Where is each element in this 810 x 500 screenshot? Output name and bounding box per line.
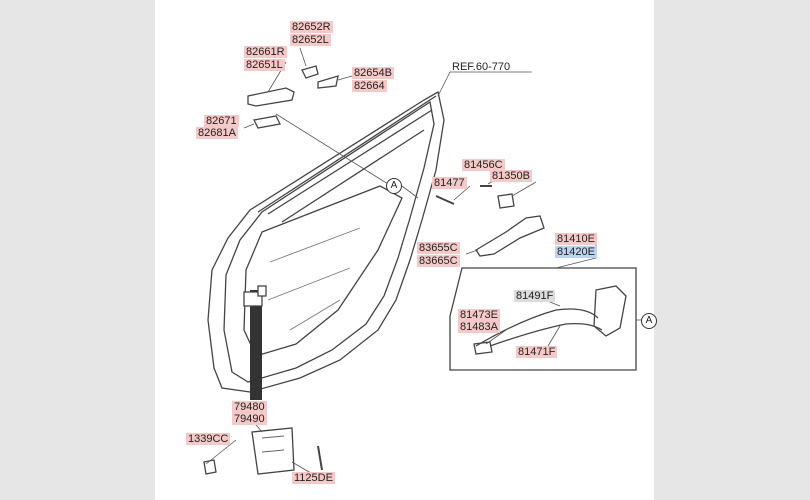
- latch-box: [449, 267, 637, 371]
- part-81483A[interactable]: 81483A: [458, 321, 500, 333]
- part-82652R[interactable]: 82652R: [290, 21, 333, 33]
- part-81410E[interactable]: 81410E: [555, 233, 597, 245]
- part-1125DE[interactable]: 1125DE: [292, 472, 335, 484]
- part-81350B[interactable]: 81350B: [490, 170, 532, 182]
- latch-clip: [473, 341, 493, 355]
- part-83655C[interactable]: 83655C: [417, 242, 460, 254]
- latch-cable-lower: [489, 322, 603, 347]
- part-82654B[interactable]: 82654B: [352, 67, 394, 79]
- part-81456C[interactable]: 81456C: [462, 159, 505, 171]
- part-82661R[interactable]: 82661R: [244, 46, 287, 58]
- part-81420E[interactable]: 81420E: [555, 246, 597, 258]
- handle-gasket: [253, 115, 281, 129]
- part-1339CC[interactable]: 1339CC: [186, 433, 231, 445]
- window-channel: [257, 95, 437, 223]
- part-82651L[interactable]: 82651L: [244, 59, 285, 71]
- part-81471F[interactable]: 81471F: [516, 346, 558, 358]
- nut-1339CC: [203, 459, 217, 475]
- latch-cable-upper: [475, 308, 599, 347]
- callout-a-door[interactable]: A: [386, 178, 402, 194]
- part-81491F[interactable]: 81491F: [514, 290, 556, 302]
- part-83665C[interactable]: 83665C: [417, 255, 460, 267]
- part-81473E[interactable]: 81473E: [458, 309, 500, 321]
- label-ref-60-770: REF.60-770: [452, 61, 511, 73]
- part-82681A[interactable]: 82681A: [196, 127, 238, 139]
- part-81477[interactable]: 81477: [432, 177, 467, 189]
- door-frame-outline: [207, 90, 445, 393]
- bolt-1125DE: [317, 445, 323, 471]
- part-79480[interactable]: 79480: [232, 401, 267, 413]
- part-82652L[interactable]: 82652L: [290, 34, 331, 46]
- part-82664[interactable]: 82664: [352, 80, 387, 92]
- handle-cap: [301, 65, 319, 79]
- callout-a-latch[interactable]: A: [641, 313, 657, 329]
- part-79490[interactable]: 79490: [232, 413, 267, 425]
- door-hinge-strip: [250, 290, 262, 400]
- part-82671[interactable]: 82671: [204, 115, 239, 127]
- bolt-81477: [435, 195, 455, 205]
- door-frame-inner: [223, 100, 435, 383]
- clip-81350B: [497, 193, 515, 209]
- door-check: [251, 427, 295, 475]
- inside-handle: [475, 215, 545, 257]
- outside-handle: [247, 87, 295, 107]
- handle-cover: [317, 75, 339, 89]
